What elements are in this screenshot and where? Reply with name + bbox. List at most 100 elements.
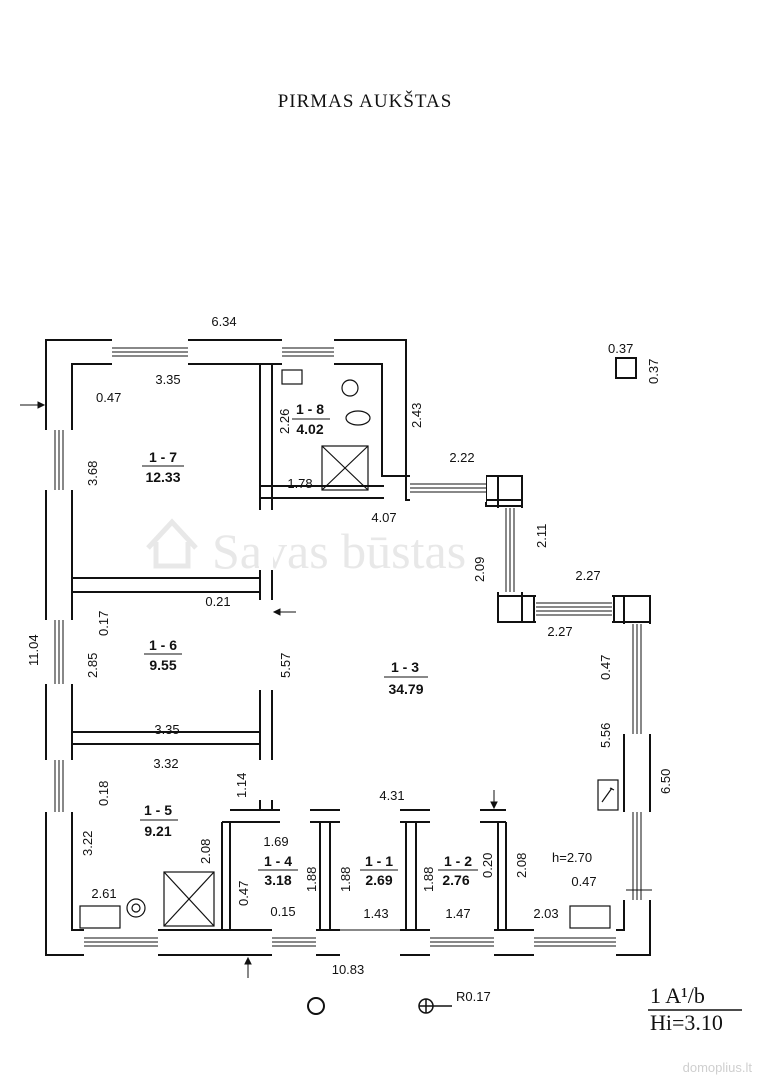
dim-r8-height: 2.26 [277, 409, 292, 434]
room-1-6: 1 - 6 9.55 [144, 637, 182, 673]
dim-r7-width: 3.35 [155, 372, 180, 387]
dim-chimney-b: 0.37 [646, 359, 661, 384]
entrance-opening [340, 929, 400, 957]
dim-r5-door: 1.14 [234, 773, 249, 798]
code-line1: 1 A¹/b [650, 983, 705, 1008]
room-id: 1 - 2 [444, 853, 472, 869]
room-1-8: 1 - 8 4.02 [292, 401, 330, 437]
fixtures [79, 357, 637, 929]
dim-r3-wall2: 0.47 [571, 874, 596, 889]
window-right-top [623, 624, 652, 734]
room-id: 1 - 4 [264, 853, 292, 869]
dim-top-width: 6.34 [211, 314, 236, 329]
watermark: Savas būstas [146, 518, 466, 579]
doors [259, 510, 480, 823]
room-area: 2.69 [365, 872, 392, 888]
window-step-1 [410, 475, 486, 502]
code-line2: Hi=3.10 [650, 1010, 723, 1035]
dim-step-b: 2.22 [449, 450, 474, 465]
window-top-left [112, 339, 188, 366]
window-left-bottom [45, 760, 74, 812]
room-area: 3.18 [264, 872, 291, 888]
sink-2-icon [569, 905, 611, 929]
dim-chimney-a: 0.37 [608, 341, 633, 356]
window-bottom-3 [430, 929, 494, 957]
plan-title: PIRMAS AUKŠTAS [278, 90, 453, 112]
dim-step-a: 2.43 [409, 403, 424, 428]
chimney-icon [615, 357, 637, 379]
window-bottom-1 [84, 929, 158, 957]
room-id: 1 - 5 [144, 802, 172, 818]
watermark-text: Savas būstas [212, 523, 466, 579]
legend-symbols [307, 997, 452, 1015]
house-logo-icon [146, 518, 198, 569]
room-area: 2.76 [442, 872, 469, 888]
dim-r6-wall: 0.17 [96, 611, 111, 636]
dim-r6-width: 3.35 [154, 722, 179, 737]
boiler-icon [597, 779, 619, 811]
column-circle-icon [307, 997, 325, 1015]
dim-total-height: 11.04 [26, 634, 41, 666]
dim-r4-height: 1.88 [304, 867, 319, 892]
room-area: 34.79 [388, 681, 423, 697]
dim-r7-wall: 0.47 [96, 390, 121, 405]
window-left-top [45, 430, 74, 490]
dim-r6-door: 0.21 [205, 594, 230, 609]
dim-r2-height: 1.88 [421, 867, 436, 892]
window-left-mid [45, 620, 74, 684]
room-1-4: 1 - 4 3.18 [258, 853, 298, 888]
room-1-2: 1 - 2 2.76 [438, 853, 478, 888]
dim-r5-wall: 0.18 [96, 781, 111, 806]
dim-ceiling: h=2.70 [552, 850, 592, 865]
room-id: 1 - 6 [149, 637, 177, 653]
dim-r2-wall: 0.20 [480, 853, 495, 878]
room-area: 9.21 [144, 823, 171, 839]
dim-diag-a: 2.11 [534, 524, 549, 548]
sink-icon [281, 369, 303, 385]
room-id: 1 - 7 [149, 449, 177, 465]
window-step-3 [536, 595, 612, 623]
dim-r3-right: 5.56 [598, 723, 613, 748]
dim-r5-fixture: 2.61 [91, 886, 116, 901]
toilet-2-icon [126, 898, 146, 918]
dim-r3-bottom: 2.03 [533, 906, 558, 921]
dim-r4-wall: 0.47 [236, 881, 251, 906]
room-area: 12.33 [145, 469, 180, 485]
windows [45, 339, 652, 957]
dim-r1-width: 1.43 [363, 906, 388, 921]
dim-right-lower: 2.08 [514, 853, 529, 878]
toilet-icon [341, 379, 371, 426]
room-id: 1 - 8 [296, 401, 324, 417]
shower-icon [321, 445, 369, 491]
room-id: 1 - 3 [391, 659, 419, 675]
room-id: 1 - 1 [365, 853, 393, 869]
room-1-5: 1 - 5 9.21 [140, 802, 178, 839]
dim-radius: R0.17 [456, 989, 491, 1004]
dim-right-total: 6.50 [658, 769, 673, 794]
dim-hall-bottom: 4.31 [379, 788, 404, 803]
dim-bottom-total: 10.83 [332, 962, 365, 977]
dim-hall-left: 5.57 [278, 653, 293, 678]
dim-diag-b: 2.09 [472, 557, 487, 582]
dim-r1-height: 1.88 [338, 867, 353, 892]
dim-r3-wall: 0.47 [598, 655, 613, 680]
dim-r4-width: 1.69 [263, 834, 288, 849]
dim-r5-right: 2.08 [198, 839, 213, 864]
window-top-right [282, 339, 334, 366]
room-1-7: 1 - 7 12.33 [142, 449, 184, 485]
dim-step-d: 2.27 [547, 624, 572, 639]
dimension-labels: 6.34 0.37 0.37 3.35 0.47 3.68 2.26 1.78 … [26, 314, 673, 1004]
dim-r4-door: 0.15 [270, 904, 295, 919]
dim-r5-width: 3.32 [153, 756, 178, 771]
floor-code: 1 A¹/b Hi=3.10 [648, 983, 742, 1035]
walls [45, 339, 651, 956]
room-labels: 1 - 7 12.33 1 - 8 4.02 1 - 6 9.55 1 - 3 … [140, 401, 478, 888]
room-area: 4.02 [296, 421, 323, 437]
bathtub-icon [79, 905, 121, 929]
room-1-3: 1 - 3 34.79 [384, 659, 428, 697]
window-step-2 [497, 508, 524, 592]
dim-r8-width: 1.78 [287, 476, 312, 491]
dim-step-c: 2.27 [575, 568, 600, 583]
dim-r2-width: 1.47 [445, 906, 470, 921]
